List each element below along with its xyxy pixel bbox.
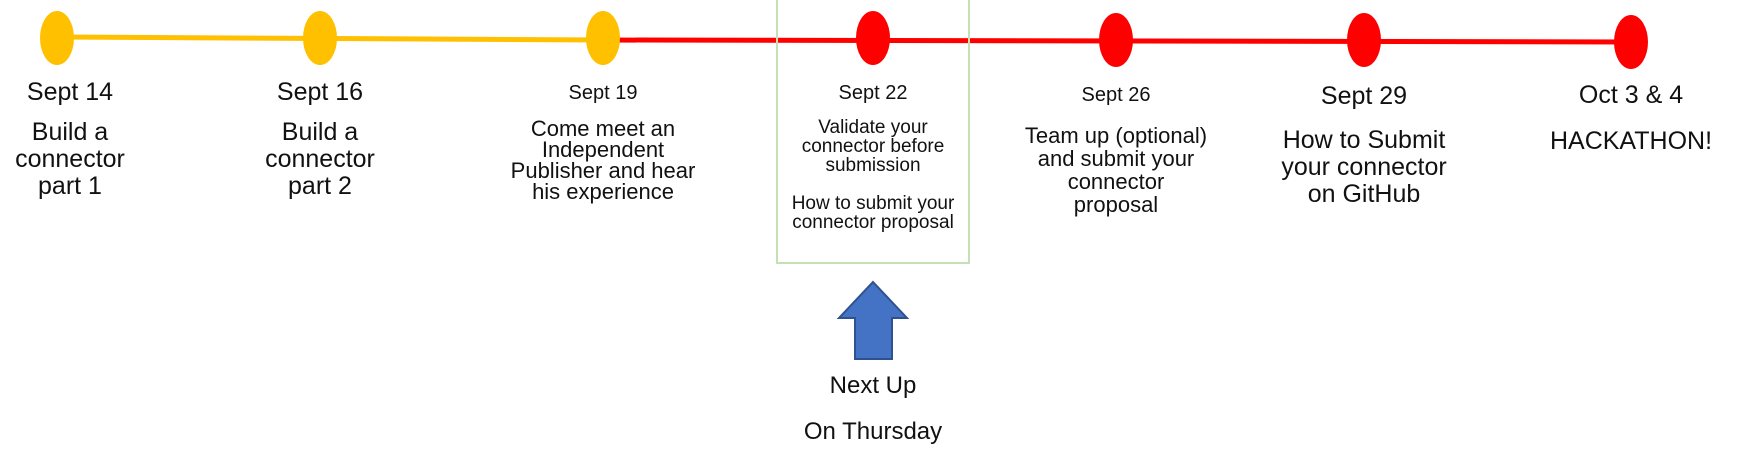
event-line: How to Submit (1282, 126, 1446, 154)
event-oct-3-4: Oct 3 & 4 HACKATHON! (1536, 80, 1726, 155)
milestone-dot-sept-16 (303, 11, 337, 65)
event-line: Publisher and hear (510, 158, 696, 183)
event-line: submission (825, 155, 921, 176)
event-line: connector (265, 145, 375, 173)
event-line: connector (15, 145, 125, 173)
event-date: Sept 22 (838, 82, 908, 104)
event-description: Build a connector part 1 (0, 119, 160, 200)
milestone-dot-oct-3-4 (1614, 15, 1648, 69)
event-sept-26: Sept 26 Team up (optional) and submit yo… (1006, 84, 1226, 216)
event-description: How to Submit your connector on GitHub (1264, 127, 1464, 208)
event-description: HACKATHON! (1536, 128, 1726, 155)
event-description: Build a connector part 2 (230, 119, 410, 200)
event-description: Validate your connector before submissio… (778, 118, 968, 232)
event-line: Come meet an (530, 116, 676, 141)
next-up-day-label: On Thursday (803, 418, 943, 445)
event-sept-16: Sept 16 Build a connector part 2 (230, 77, 410, 200)
event-line: part 1 (38, 172, 102, 200)
event-sept-22: Sept 22 Validate your connector before s… (778, 82, 968, 232)
up-arrow-icon (836, 280, 910, 360)
event-date: Oct 3 & 4 (1578, 81, 1684, 109)
milestone-dot-sept-26 (1099, 13, 1133, 67)
event-line: Team up (optional) (1024, 123, 1208, 148)
event-sept-29: Sept 29 How to Submit your connector on … (1264, 81, 1464, 208)
event-line: part 2 (288, 172, 352, 200)
event-line: Build a (281, 118, 359, 146)
event-description: Team up (optional) and submit your conne… (1006, 124, 1226, 216)
event-line: Independent (541, 137, 665, 162)
event-date: Sept 26 (1081, 84, 1151, 106)
next-up-label: Next Up (829, 372, 917, 399)
event-date: Sept 19 (568, 82, 638, 104)
event-line: Build a (31, 118, 109, 146)
event-line-gap (778, 175, 968, 194)
event-line: Validate your (818, 117, 928, 138)
event-date: Sept 14 (26, 78, 114, 106)
event-line: your connector (1281, 153, 1447, 181)
event-date: Sept 16 (276, 78, 364, 106)
event-date: Sept 29 (1320, 82, 1408, 110)
event-line: proposal (1073, 192, 1159, 217)
event-line: connector proposal (792, 212, 954, 233)
event-line: How to submit your (791, 193, 955, 214)
current-event-highlight (776, 0, 970, 264)
event-sept-14: Sept 14 Build a connector part 1 (0, 77, 160, 200)
event-line: connector (1067, 169, 1165, 194)
milestone-dot-sept-14 (40, 11, 74, 65)
event-line: his experience (532, 179, 674, 204)
event-description: Come meet an Independent Publisher and h… (493, 116, 713, 204)
milestone-dot-sept-22 (856, 11, 890, 65)
event-line: and submit your (1037, 146, 1195, 171)
event-line: on GitHub (1307, 180, 1421, 208)
event-line: connector before (801, 136, 945, 157)
event-sept-19: Sept 19 Come meet an Independent Publish… (493, 82, 713, 204)
milestone-dot-sept-19 (586, 11, 620, 65)
event-line: HACKATHON! (1549, 127, 1713, 155)
milestone-dot-sept-29 (1347, 13, 1381, 67)
